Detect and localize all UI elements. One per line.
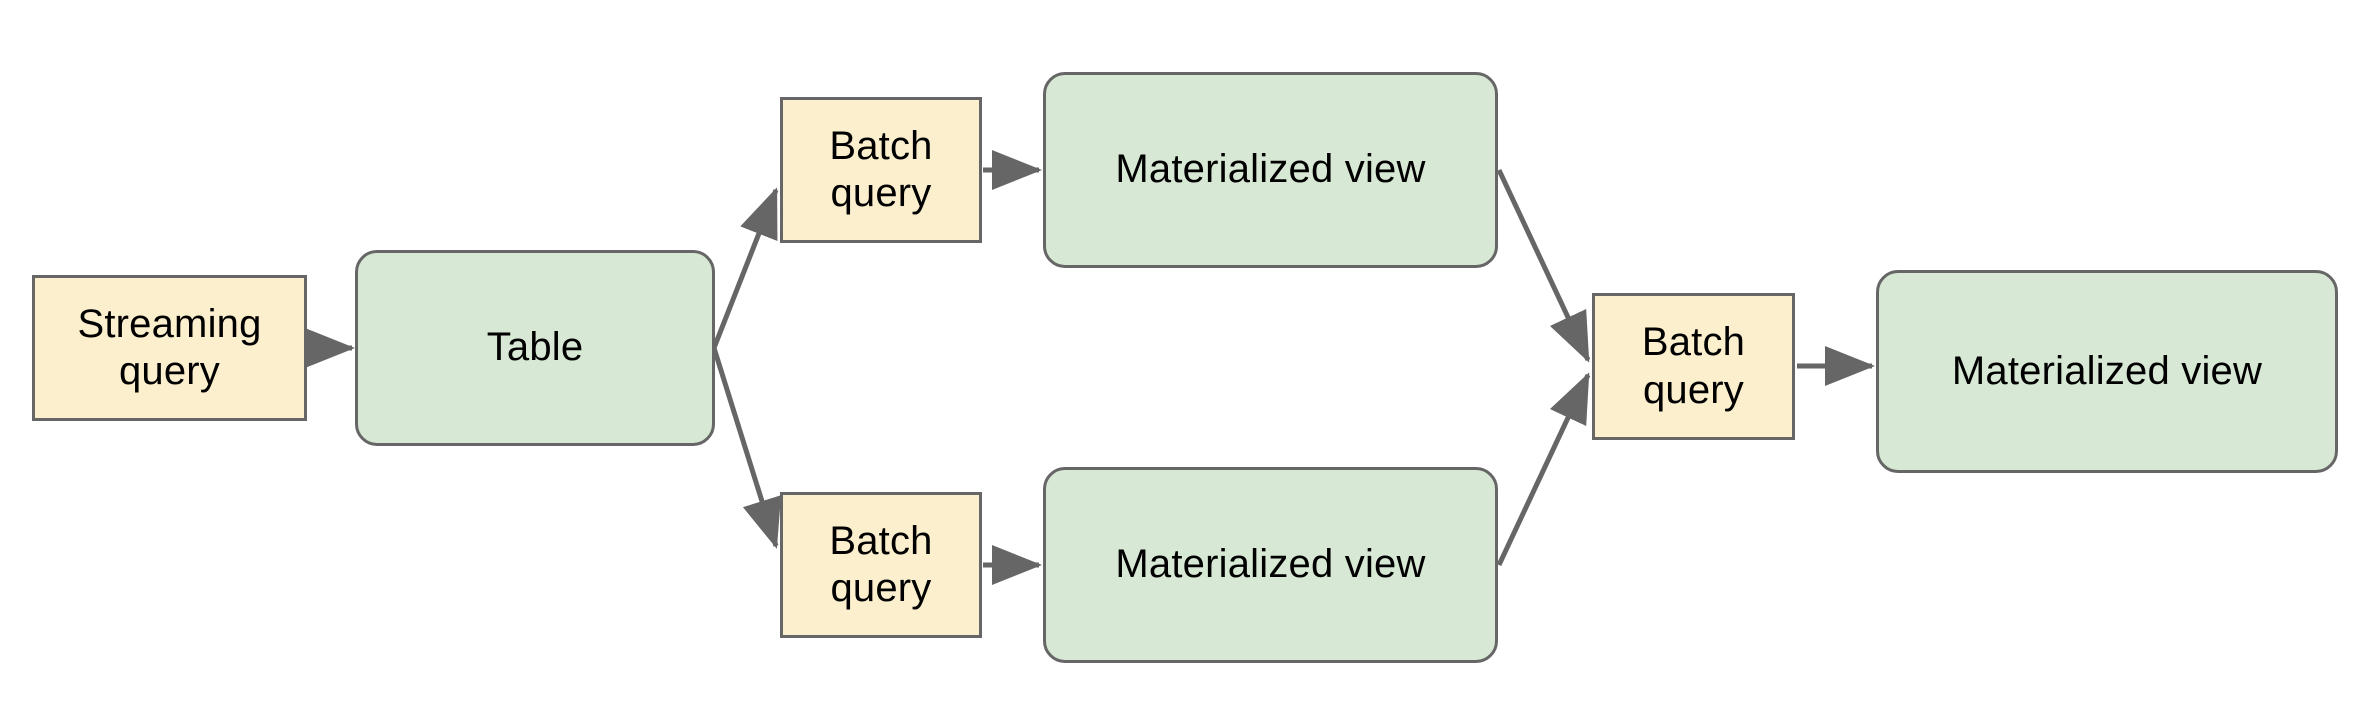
node-batch-query-top[interactable]: Batch query: [780, 97, 982, 243]
node-label: Batch query: [829, 123, 933, 215]
node-label: Batch query: [829, 518, 933, 610]
node-materialized-view-bottom[interactable]: Materialized view: [1043, 467, 1498, 663]
edge-mv-top-to-merge: [1496, 168, 1591, 363]
edge-table-to-batch-top: [711, 187, 779, 349]
node-batch-query-merge[interactable]: Batch query: [1592, 293, 1795, 440]
node-label: Table: [486, 325, 584, 370]
node-label: Batch query: [1641, 320, 1746, 412]
node-streaming-query[interactable]: Streaming query: [32, 275, 307, 421]
edge-table-to-batch-bottom: [711, 347, 782, 549]
node-table[interactable]: Table: [355, 250, 715, 446]
node-label: Materialized view: [1115, 542, 1426, 587]
node-label: Materialized view: [1115, 147, 1426, 192]
node-batch-query-bottom[interactable]: Batch query: [780, 492, 982, 638]
edge-mv-bottom-to-merge: [1496, 372, 1591, 567]
node-materialized-view-final[interactable]: Materialized view: [1876, 270, 2338, 473]
node-materialized-view-top[interactable]: Materialized view: [1043, 72, 1498, 268]
node-label: Materialized view: [1951, 348, 2263, 393]
node-label: Streaming query: [77, 301, 262, 393]
